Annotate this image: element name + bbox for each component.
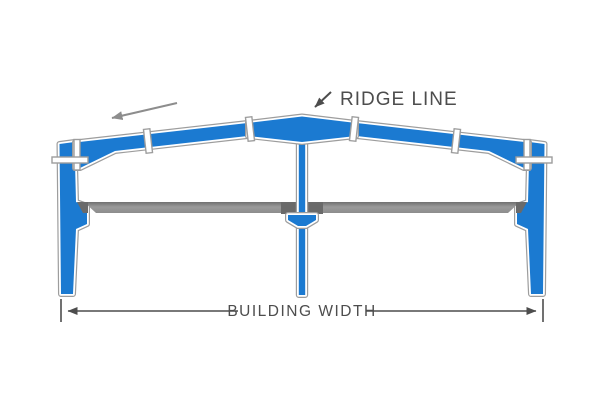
eave-cap-plate — [51, 156, 89, 164]
left-rafter — [75, 123, 252, 169]
ridge-pointer-arrow-icon — [314, 91, 332, 108]
building-width-dimension: BUILDING WIDTH — [60, 299, 544, 322]
mezzanine-beam — [84, 202, 288, 213]
building-width-label: BUILDING WIDTH — [227, 303, 376, 320]
ridge-line-label: RIDGE LINE — [340, 89, 458, 110]
connection-plates-left — [51, 115, 256, 171]
ridge-splice-plate — [244, 115, 256, 143]
slope-direction-arrow-icon — [111, 102, 178, 121]
right-half-structure — [308, 123, 545, 295]
left-half-structure — [60, 123, 296, 295]
ridge-beam — [248, 117, 356, 143]
center-column — [299, 125, 305, 295]
center-column-bracket — [288, 215, 316, 226]
rafter-splice-plate — [142, 127, 154, 155]
eave-end-plate — [73, 138, 81, 171]
